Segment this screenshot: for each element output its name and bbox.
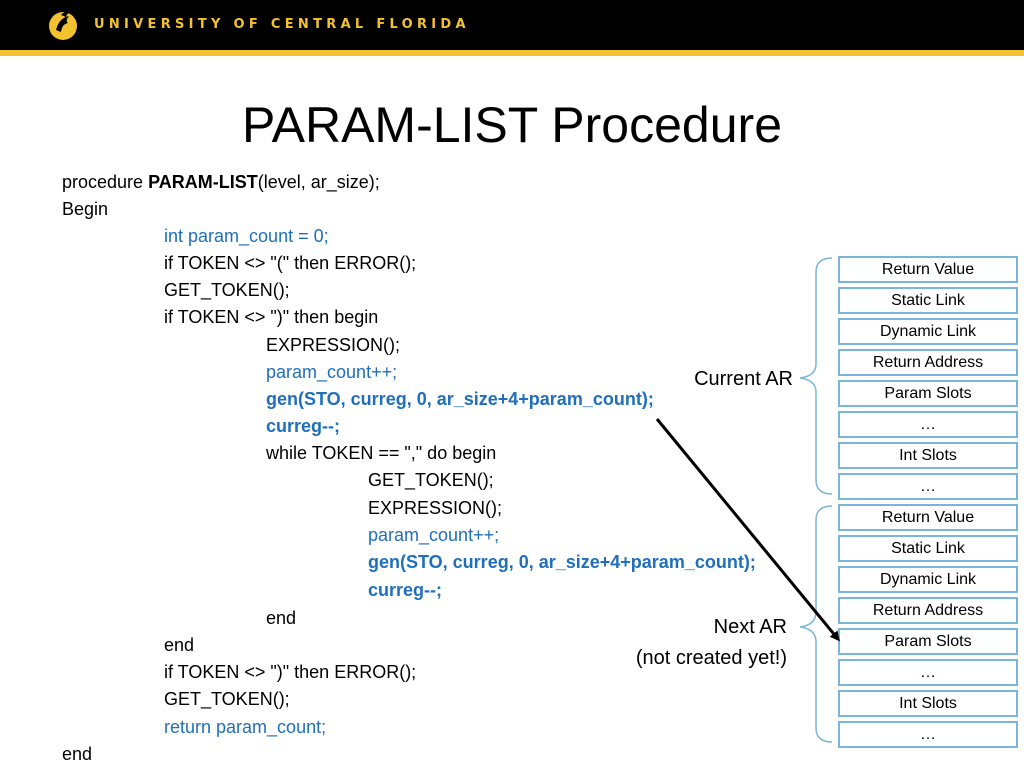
current-ar-cell: …	[838, 473, 1018, 500]
code-keyword-procedure: procedure	[62, 172, 149, 192]
next-ar-cell: Int Slots	[838, 690, 1018, 717]
code-line-while: while TOKEN == "," do begin	[266, 443, 497, 463]
code-line-expression: EXPRESSION();	[266, 335, 401, 355]
university-name: UNIVERSITY OF CENTRAL FLORIDA	[94, 17, 470, 32]
current-ar-cell: Dynamic Link	[838, 318, 1018, 345]
current-ar-cell: Param Slots	[838, 380, 1018, 407]
header-bar	[0, 0, 1024, 50]
code-procedure-name: PARAM-LIST	[148, 172, 258, 192]
code-line-end-if: end	[164, 635, 195, 655]
slide-title: PARAM-LIST Procedure	[241, 97, 782, 153]
next-ar-label-line2: (not created yet!)	[635, 647, 787, 669]
code-line-loop-expression: EXPRESSION();	[368, 498, 503, 518]
code-line-get-token: GET_TOKEN();	[164, 280, 290, 300]
current-ar-brace	[799, 257, 833, 495]
current-ar-cell: Static Link	[838, 287, 1018, 314]
code-line-procedure: procedure PARAM-LIST(level, ar_size);	[62, 171, 380, 193]
code-line-final-get-token: GET_TOKEN();	[164, 689, 290, 709]
code-procedure-params: (level, ar_size);	[257, 172, 380, 192]
code-line-curreg: curreg--;	[266, 416, 341, 436]
next-ar-cell: Return Value	[838, 504, 1018, 531]
header-accent-line	[0, 50, 1024, 56]
code-line-check-open: if TOKEN <> "(" then ERROR();	[164, 253, 417, 273]
code-line-loop-gen: gen(STO, curreg, 0, ar_size+4+param_coun…	[368, 552, 756, 572]
code-line-end-while: end	[266, 608, 297, 628]
next-ar-cell: Return Address	[838, 597, 1018, 624]
current-ar-label: Current AR	[694, 368, 793, 390]
code-line-increment: param_count++;	[266, 362, 398, 382]
code-line-loop-curreg: curreg--;	[368, 580, 443, 600]
activation-record-stack: Return Value Static Link Dynamic Link Re…	[838, 256, 1018, 752]
code-line-check-close-final: if TOKEN <> ")" then ERROR();	[164, 662, 417, 682]
next-ar-cell: …	[838, 721, 1018, 748]
current-ar-cell: Return Address	[838, 349, 1018, 376]
code-line-declare: int param_count = 0;	[164, 226, 329, 246]
current-ar-cell: …	[838, 411, 1018, 438]
next-ar-cell: Param Slots	[838, 628, 1018, 655]
next-ar-cell: …	[838, 659, 1018, 686]
next-ar-cell: Dynamic Link	[838, 566, 1018, 593]
pegasus-logo-icon	[49, 11, 77, 40]
code-line-check-close: if TOKEN <> ")" then begin	[164, 307, 379, 327]
pointer-arrow	[655, 418, 840, 642]
next-ar-cell: Static Link	[838, 535, 1018, 562]
code-line-return: return param_count;	[164, 717, 327, 737]
current-ar-cell: Int Slots	[838, 442, 1018, 469]
next-ar-label: Next AR (not created yet!)	[560, 612, 787, 674]
next-ar-brace	[799, 505, 833, 743]
code-line-loop-increment: param_count++;	[368, 525, 500, 545]
code-line-begin: Begin	[62, 199, 109, 219]
code-line-end: end	[62, 744, 93, 764]
code-line-gen: gen(STO, curreg, 0, ar_size+4+param_coun…	[266, 389, 654, 409]
next-ar-label-line1: Next AR	[713, 616, 787, 638]
code-line-loop-get-token: GET_TOKEN();	[368, 470, 494, 490]
current-ar-cell: Return Value	[838, 256, 1018, 283]
